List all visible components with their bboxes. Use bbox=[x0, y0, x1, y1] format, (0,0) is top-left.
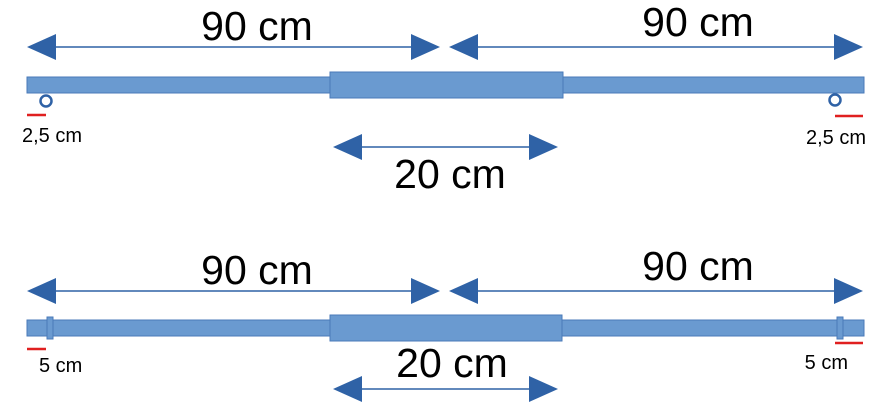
bottom-left-length-label: 90 cm bbox=[201, 247, 313, 293]
top-center-length-label: 20 cm bbox=[394, 151, 506, 197]
top-rod-center-sleeve bbox=[329, 71, 564, 99]
top-right-length-label: 90 cm bbox=[642, 0, 754, 45]
bottom-center-length-label: 20 cm bbox=[396, 340, 508, 386]
top-right-dimension-arrow bbox=[449, 34, 863, 60]
bottom-right-offset-label: 5 cm bbox=[805, 352, 848, 374]
bottom-center-dimension-arrow bbox=[333, 376, 558, 402]
top-left-length-label: 90 cm bbox=[201, 3, 313, 49]
top-left-offset-label: 2,5 cm bbox=[22, 125, 82, 147]
bottom-rod-center-sleeve bbox=[329, 314, 563, 342]
bottom-right-dimension-arrow bbox=[449, 278, 863, 304]
bottom-left-offset-label: 5 cm bbox=[39, 355, 82, 377]
bottom-left-end-clip-icon bbox=[46, 316, 54, 340]
top-rod-diagram: 90 cm 90 cm 2,5 cm 2,5 cm 20 cm bbox=[22, 0, 866, 197]
bottom-right-end-clip-icon bbox=[836, 316, 844, 340]
top-right-offset-label: 2,5 cm bbox=[806, 127, 866, 149]
top-center-dimension-arrow bbox=[333, 134, 558, 160]
top-left-end-ring-icon bbox=[39, 94, 53, 108]
bottom-left-dimension-arrow bbox=[27, 278, 440, 304]
top-left-dimension-arrow bbox=[27, 34, 440, 60]
bottom-right-length-label: 90 cm bbox=[642, 243, 754, 289]
bottom-rod-diagram: 90 cm 90 cm 5 cm 5 cm 20 cm bbox=[26, 243, 865, 402]
top-right-end-ring-icon bbox=[828, 93, 842, 107]
